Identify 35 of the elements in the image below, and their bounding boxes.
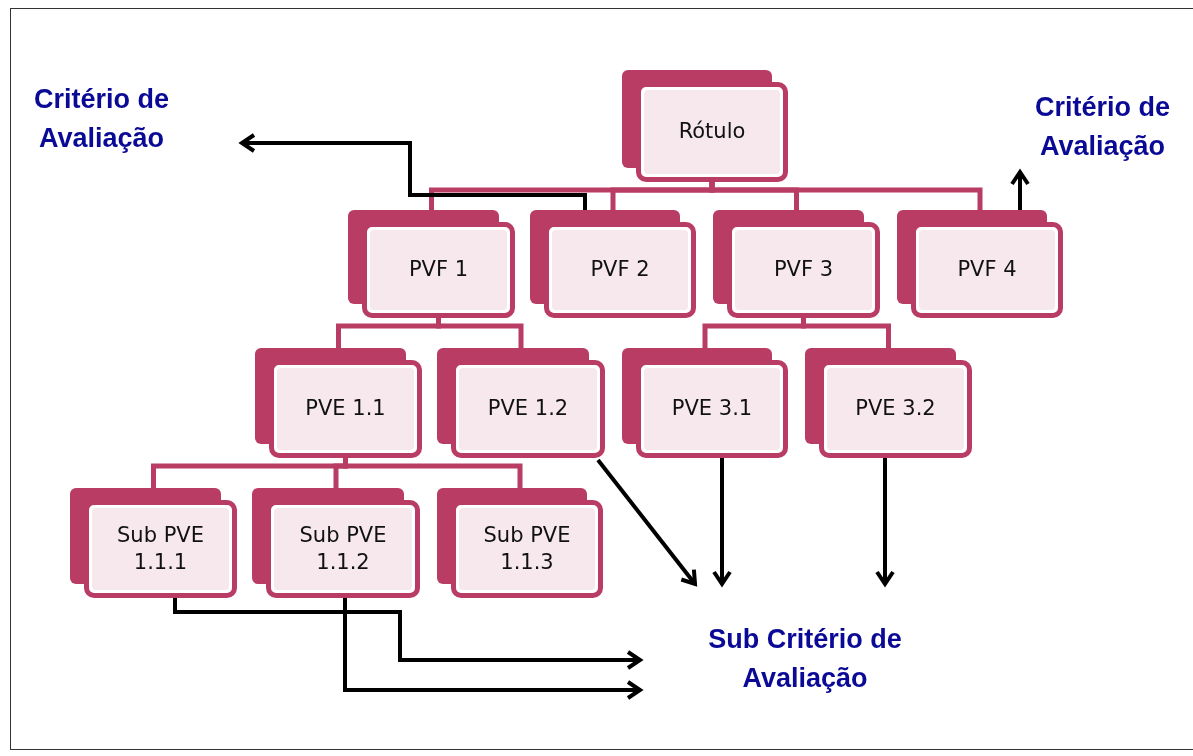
box-label: PVE 3.2: [855, 395, 936, 423]
org-chart-box: [897, 210, 1063, 318]
org-chart-box: [255, 348, 422, 458]
criterion-label: Critério de Avaliação: [14, 80, 242, 165]
box-label: Sub PVE 1.1.3: [482, 521, 572, 576]
org-chart-box: [622, 70, 788, 182]
criterion-label: Critério de Avaliação: [1008, 88, 1190, 172]
org-chart-box: [530, 210, 696, 318]
box-label: Sub PVE 1.1.1: [116, 521, 205, 576]
connector-line: [709, 182, 983, 210]
arrow: [712, 458, 732, 586]
arrow: [596, 458, 697, 586]
criterion-label: Sub Critério de Avaliação: [640, 584, 970, 698]
arrow: [240, 133, 587, 210]
box-label: PVF 4: [957, 256, 1017, 284]
arrow: [173, 598, 642, 670]
box-label: Rótulo: [678, 118, 746, 146]
box-label: PVE 1.1: [305, 395, 386, 423]
box-label: PVF 3: [773, 256, 834, 284]
org-chart-box: [437, 488, 603, 598]
box-label: PVE 1.2: [487, 395, 569, 423]
org-chart-box: [437, 348, 605, 458]
org-chart-box: [805, 348, 972, 458]
box-label: Sub PVE 1.1.2: [298, 521, 388, 576]
org-chart-box: [348, 210, 515, 318]
org-chart-box: [252, 488, 420, 598]
org-chart-box: [622, 348, 788, 458]
box-label: PVF 2: [590, 256, 650, 284]
org-chart-box: [713, 210, 880, 318]
arrow: [1010, 170, 1030, 210]
arrow: [343, 598, 642, 700]
arrow: [875, 458, 895, 586]
box-label: PVF 1: [408, 256, 469, 284]
org-chart-box: [70, 488, 237, 598]
box-label: PVE 3.1: [671, 395, 753, 423]
